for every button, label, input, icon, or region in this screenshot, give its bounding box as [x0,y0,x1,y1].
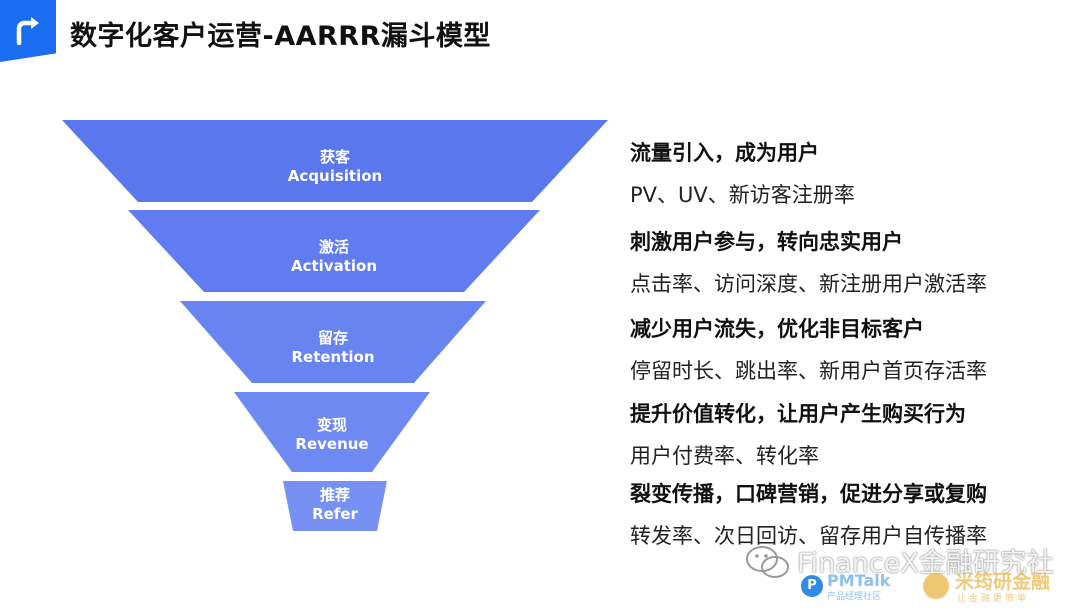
funnel-layer-retention: 留存 Retention [180,301,486,383]
coin-logo-icon [923,573,949,599]
layer-label-en: Refer [312,504,358,523]
desc-block-acquisition: 流量引入，成为用户 PV、UV、新访客注册率 [630,138,855,210]
jinrong-name: 米筠研金融 [955,571,1051,593]
desc-metrics: 点击率、访问深度、新注册用户激活率 [630,272,987,296]
desc-metrics: 转发率、次日回访、留存用户自传播率 [630,524,987,548]
desc-block-activation: 刺激用户参与，转向忠实用户 点击率、访问深度、新注册用户激活率 [630,227,987,299]
layer-label-cn: 变现 [316,416,347,434]
desc-metrics: PV、UV、新访客注册率 [630,183,855,207]
desc-metrics: 停留时长、跳出率、新用户首页存活率 [630,359,987,383]
desc-title: 刺激用户参与，转向忠实用户 [630,230,903,254]
desc-title: 减少用户流失，优化非目标客户 [630,317,924,341]
layer-label-en: Revenue [295,434,369,453]
layer-label-cn: 激活 [318,238,349,256]
layer-label-en: Acquisition [287,166,383,185]
layer-label-cn: 留存 [317,329,348,347]
page-title: 数字化客户运营-AARRR漏斗模型 [70,21,491,52]
desc-title: 流量引入，成为用户 [630,141,819,165]
funnel-layer-activation: 激活 Activation [128,210,540,292]
funnel-shape [180,301,486,383]
desc-metrics: 用户付费率、转化率 [630,444,819,468]
funnel-layer-refer: 推荐 Refer [283,481,387,531]
desc-title: 裂变传播，口碑营销，促进分享或复购 [630,482,987,506]
layer-label-cn: 推荐 [319,486,350,504]
funnel-layer-revenue: 变现 Revenue [234,392,430,472]
wechat-icon [746,546,789,578]
pmtalk-logo-icon: P [801,575,823,597]
jinrong-subtitle: 让金融更简单 [957,594,1030,604]
funnel-layer-acquisition: 获客 Acquisition [62,120,608,202]
funnel-shape [62,120,608,202]
layer-label-cn: 获客 [319,148,350,166]
desc-title: 提升价值转化，让用户产生购买行为 [630,402,966,426]
watermark: FinanceX金融研究社 P PMTalk 产品经理社区 米筠研金融 让金融更… [745,541,1075,604]
watermark-main-text: FinanceX金融研究社 [797,548,1054,579]
desc-block-refer: 裂变传播，口碑营销，促进分享或复购 转发率、次日回访、留存用户自传播率 [630,479,987,551]
funnel-shape [128,210,540,292]
funnel-shape [283,481,387,531]
pmtalk-name: PMTalk [827,571,891,590]
layer-label-en: Activation [290,256,377,275]
desc-block-retention: 减少用户流失，优化非目标客户 停留时长、跳出率、新用户首页存活率 [630,314,987,386]
pmtalk-subtitle: 产品经理社区 [827,592,882,602]
layer-label-en: Retention [291,347,375,366]
header-corner-tab [0,0,56,62]
desc-block-revenue: 提升价值转化，让用户产生购买行为 用户付费率、转化率 [630,399,966,471]
funnel-shape [234,392,430,472]
arrow-turn-right-icon [16,17,39,45]
